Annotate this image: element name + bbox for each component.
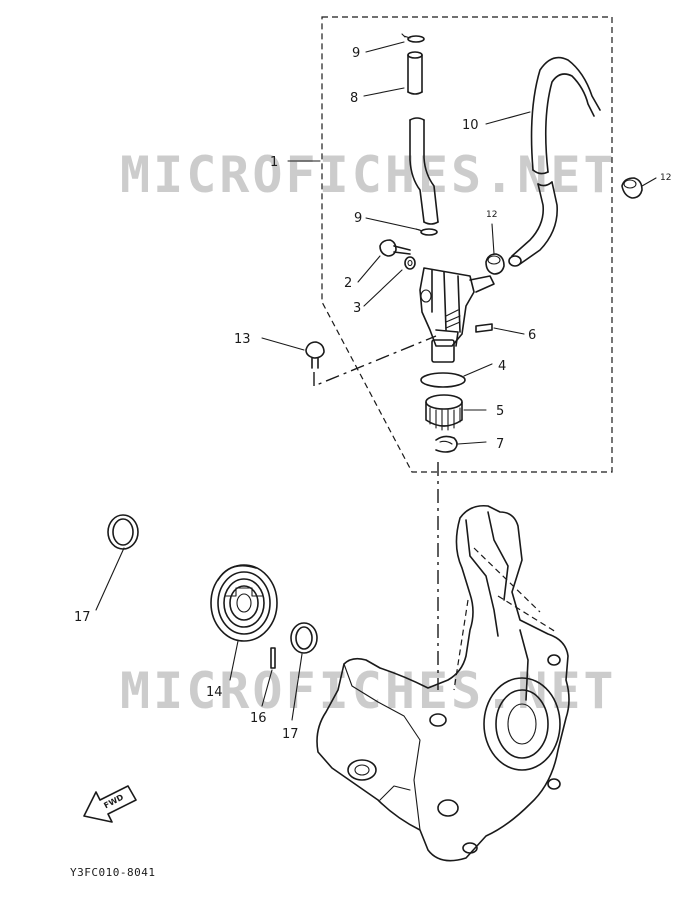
- callout-2: 2: [344, 276, 352, 291]
- forward-arrow-icon: FWD: [83, 785, 137, 823]
- watermark-bottom: MICROFICHES.NET: [120, 662, 617, 720]
- circlip-part-7: [435, 435, 458, 453]
- o-ring-part-4: [420, 372, 466, 388]
- assembly-boundary: [321, 16, 613, 473]
- callout-4: 4: [498, 359, 506, 374]
- callout-12-right: 12: [660, 173, 671, 183]
- callout-9-bottom: 9: [354, 211, 362, 226]
- callout-12-pump: 12: [486, 210, 497, 220]
- pin-part-16: [270, 647, 276, 669]
- callout-10: 10: [462, 118, 479, 133]
- callout-7: 7: [496, 437, 504, 452]
- pulley-part-14: [210, 564, 278, 642]
- callout-13: 13: [234, 332, 251, 347]
- callout-1: 1: [270, 155, 278, 170]
- leader-lines: [95, 41, 657, 721]
- cap-part-12-pump: [485, 253, 505, 275]
- screw-part-13: [305, 341, 325, 369]
- washer-part-3: [404, 256, 416, 270]
- figure-code: Y3FC010-8041: [70, 866, 155, 879]
- watermark-top: MICROFICHES.NET: [120, 146, 617, 204]
- callout-17-right: 17: [282, 727, 299, 742]
- callout-8: 8: [350, 91, 358, 106]
- screw-part-2: [379, 239, 411, 257]
- oil-seal-part-17-left: [107, 514, 139, 550]
- callout-17-left: 17: [74, 610, 91, 625]
- hose-part-8: [407, 51, 423, 95]
- gear-part-5: [425, 394, 463, 431]
- screw-axis-line: [313, 335, 437, 388]
- callout-5: 5: [496, 404, 504, 419]
- callout-9-top: 9: [352, 46, 360, 61]
- crankcase-cover: [316, 504, 570, 862]
- oil-pump-body: [419, 267, 495, 363]
- hose-part-10: [508, 56, 601, 267]
- hose-lower-section: [409, 117, 439, 225]
- callout-6: 6: [528, 328, 536, 343]
- pin-part-6: [475, 323, 493, 333]
- oil-seal-part-17-right: [290, 622, 318, 654]
- clip-part-9-top: [401, 33, 425, 43]
- callout-14: 14: [206, 685, 223, 700]
- callout-3: 3: [353, 301, 361, 316]
- callout-16: 16: [250, 711, 267, 726]
- cap-part-12-right: [621, 177, 643, 199]
